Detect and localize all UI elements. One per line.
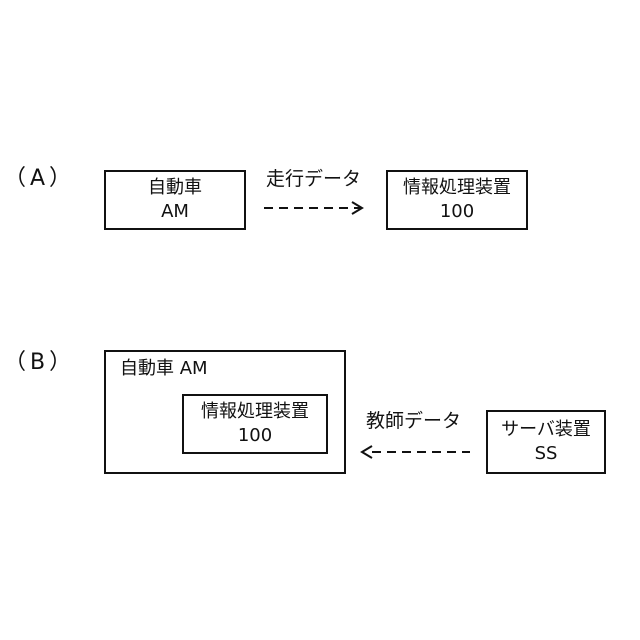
panel-a-processor-line1: 情報処理装置 <box>403 176 511 200</box>
panel-a-vehicle-box: 自動車 AM <box>104 170 246 230</box>
panel-a-arrow-label: 走行データ <box>266 168 361 190</box>
panel-b-processor-line1: 情報処理装置 <box>201 400 309 424</box>
panel-a-processor-line2: 100 <box>440 200 474 224</box>
panel-b-vehicle-title: 自動車 AM <box>120 358 208 380</box>
panel-b-dashed-arrow-left <box>360 442 472 462</box>
panel-b-arrow-label: 教師データ <box>366 410 461 432</box>
panel-a-vehicle-line2: AM <box>161 200 189 224</box>
panel-a-label: （A） <box>4 166 75 192</box>
panel-b-processor-box: 情報処理装置 100 <box>182 394 328 454</box>
panel-b-server-box: サーバ装置 SS <box>486 410 606 474</box>
panel-a-vehicle-line1: 自動車 <box>148 176 202 200</box>
panel-a-processor-box: 情報処理装置 100 <box>386 170 528 230</box>
panel-b-processor-line2: 100 <box>238 424 272 448</box>
panel-a-dashed-arrow-right <box>262 198 372 218</box>
panel-b-vehicle-box: 自動車 AM 情報処理装置 100 <box>104 350 346 474</box>
panel-b-server-line1: サーバ装置 <box>501 418 591 442</box>
panel-b-server-line2: SS <box>535 442 558 466</box>
panel-b-label: （B） <box>4 350 75 376</box>
